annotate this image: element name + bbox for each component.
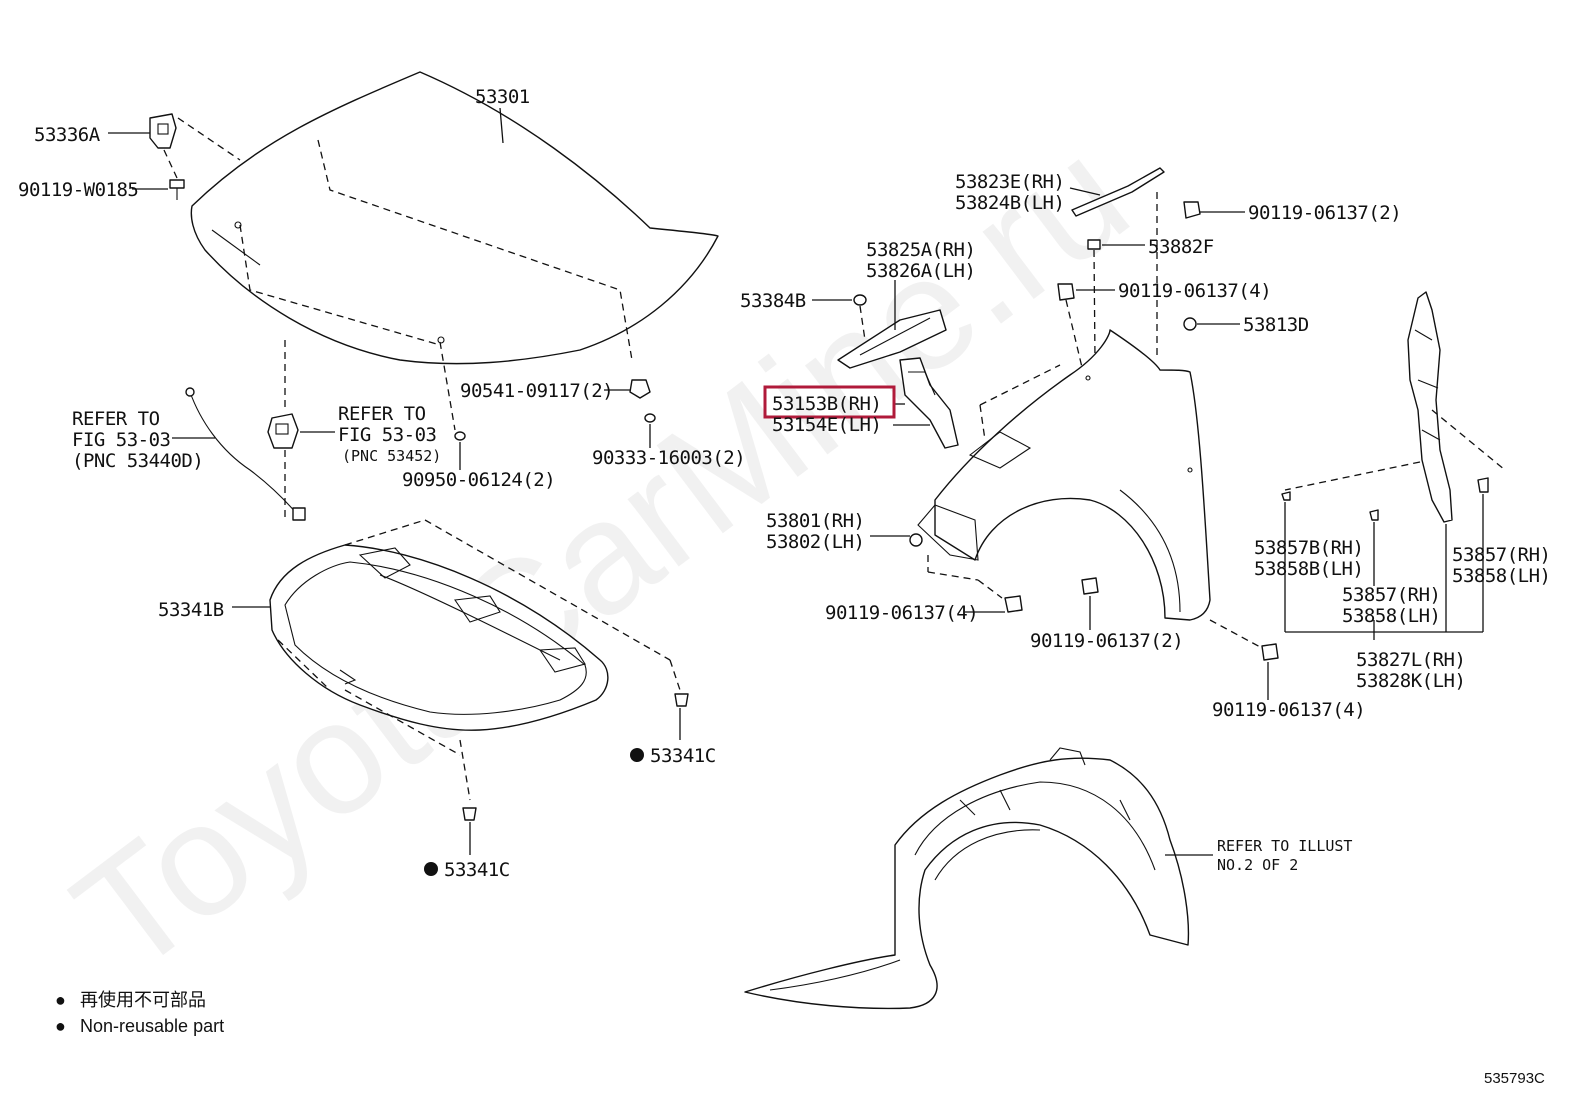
fender-bolt-lower-mid bbox=[1081, 577, 1099, 595]
label-90541-09117: 90541-09117(2) bbox=[460, 380, 613, 402]
refer-1-line-3: (PNC 53440D) bbox=[72, 450, 203, 472]
fender-liner bbox=[744, 747, 1190, 1010]
front-fender bbox=[909, 329, 1211, 621]
label-53858B: 53858B(LH) bbox=[1254, 558, 1363, 580]
refer-2-line-3: (PNC 53452) bbox=[342, 447, 441, 465]
label-90119-06137-d: 90119-06137(2) bbox=[1030, 630, 1183, 652]
legend-text-jp: 再使用不可部品 bbox=[80, 990, 206, 1010]
label-53153B: 53153B(RH) bbox=[772, 393, 881, 415]
non-reusable-marker-a bbox=[630, 748, 644, 762]
fender-bolt-top bbox=[1183, 201, 1201, 219]
label-53823E: 53823E(RH) bbox=[955, 171, 1064, 193]
label-90333-16003: 90333-16003(2) bbox=[592, 447, 745, 469]
fender-bolt-upper bbox=[1057, 283, 1075, 301]
cable-end bbox=[292, 507, 306, 521]
label-53301: 53301 bbox=[475, 86, 530, 108]
label-53802: 53802(LH) bbox=[766, 531, 864, 553]
label-53826A: 53826A(LH) bbox=[866, 260, 975, 282]
label-53824B: 53824B(LH) bbox=[955, 192, 1064, 214]
label-90119-W0185: 90119-W0185 bbox=[18, 179, 138, 201]
legend: ● 再使用不可部品 ● Non-reusable part bbox=[55, 990, 224, 1036]
fender-bolt-lower-left bbox=[1004, 595, 1023, 613]
seal-clip bbox=[853, 294, 867, 306]
figure-id: 535793C bbox=[1484, 1070, 1545, 1087]
label-53341C-b: 53341C bbox=[444, 859, 510, 881]
fender-support-bracket bbox=[1407, 291, 1453, 523]
label-53813D: 53813D bbox=[1243, 314, 1309, 336]
fender-cover-strip bbox=[1071, 167, 1165, 217]
label-53882F: 53882F bbox=[1148, 236, 1214, 258]
fender-bolt-lower-right bbox=[1261, 643, 1279, 661]
label-90119-06137-a: 90119-06137(2) bbox=[1248, 202, 1401, 224]
label-53857-mid: 53857(RH) bbox=[1342, 584, 1440, 606]
legend-marker-1: ● bbox=[55, 990, 66, 1010]
insulator-clip-a bbox=[674, 693, 689, 707]
refer-3-line-1: REFER TO ILLUST bbox=[1217, 837, 1352, 855]
label-90119-06137-e: 90119-06137(4) bbox=[1212, 699, 1365, 721]
label-53336A: 53336A bbox=[34, 124, 101, 146]
refer-1-line-1: REFER TO bbox=[72, 408, 160, 430]
refer-3-line-2: NO.2 OF 2 bbox=[1217, 856, 1298, 874]
legend-text-en: Non-reusable part bbox=[80, 1016, 224, 1036]
label-53828K: 53828K(LH) bbox=[1356, 670, 1465, 692]
label-53827L: 53827L(RH) bbox=[1356, 649, 1465, 671]
label-53801: 53801(RH) bbox=[766, 510, 864, 532]
fender-seal bbox=[837, 309, 947, 369]
label-53857-right: 53857(RH) bbox=[1452, 544, 1550, 566]
refer-2-line-1: REFER TO bbox=[338, 403, 426, 425]
label-53384B: 53384B bbox=[740, 290, 806, 312]
refer-1-line-2: FIG 53-03 bbox=[72, 429, 171, 451]
label-53825A: 53825A(RH) bbox=[866, 239, 975, 261]
label-53857B: 53857B(RH) bbox=[1254, 537, 1363, 559]
legend-marker-2: ● bbox=[55, 1016, 66, 1036]
hood-cushion bbox=[629, 379, 651, 399]
refer-2-line-2: FIG 53-03 bbox=[338, 424, 437, 446]
hood-panel bbox=[190, 71, 719, 365]
bracket-clip-a bbox=[1281, 491, 1291, 501]
hood-grommet bbox=[644, 413, 656, 423]
bracket-clip-c bbox=[1477, 477, 1489, 493]
hood-insulator bbox=[269, 544, 609, 731]
insulator-clip-b bbox=[462, 807, 477, 821]
label-53858-right: 53858(LH) bbox=[1452, 565, 1550, 587]
fender-grommet bbox=[1183, 317, 1197, 331]
label-90119-06137-b: 90119-06137(4) bbox=[1118, 280, 1271, 302]
hood-hinge bbox=[149, 113, 177, 149]
fender-cushion bbox=[1087, 239, 1101, 250]
bracket-clip-b bbox=[1369, 509, 1379, 521]
label-90950-06124: 90950-06124(2) bbox=[402, 469, 555, 491]
hood-clip bbox=[454, 431, 466, 441]
hinge-bolt bbox=[169, 179, 185, 200]
label-53341B: 53341B bbox=[158, 599, 224, 621]
label-53858-mid: 53858(LH) bbox=[1342, 605, 1440, 627]
hood-lock bbox=[267, 413, 299, 449]
label-53341C-a: 53341C bbox=[650, 745, 716, 767]
fender-bracket bbox=[899, 357, 959, 449]
label-90119-06137-c: 90119-06137(4) bbox=[825, 602, 978, 624]
non-reusable-marker-b bbox=[424, 862, 438, 876]
highlight-box bbox=[763, 385, 896, 419]
release-cable bbox=[189, 391, 299, 516]
label-53154E: 53154E(LH) bbox=[772, 414, 881, 436]
